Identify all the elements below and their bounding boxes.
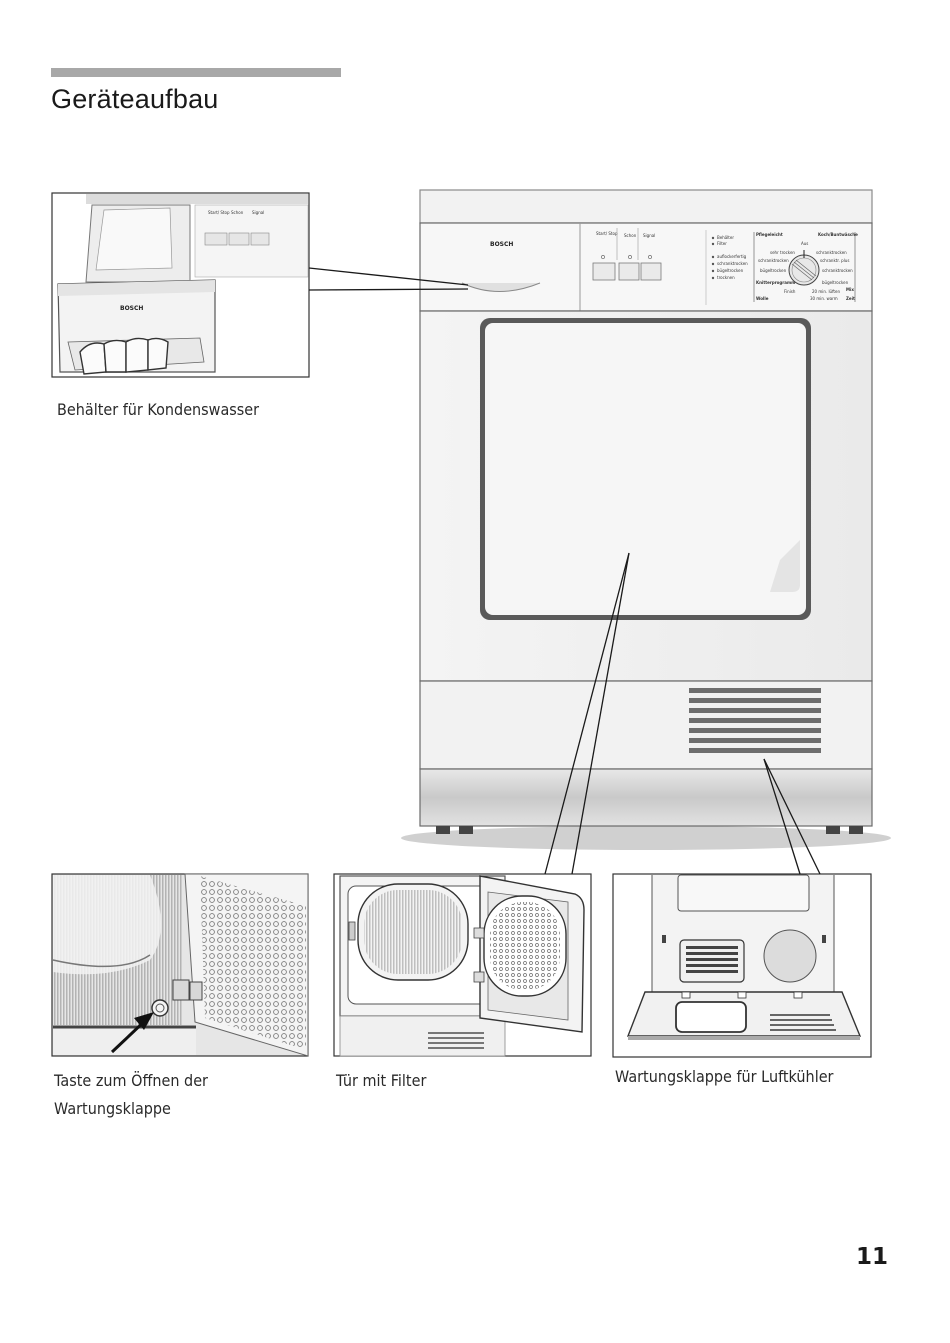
svg-text:bügeltrocken: bügeltrocken [822, 280, 849, 285]
svg-text:bügeltrocken: bügeltrocken [760, 268, 787, 273]
svg-text:Wolle: Wolle [756, 296, 769, 301]
dryer: BOSCH Start/ Stop Schon Signal Behälter … [401, 189, 891, 850]
svg-text:Start/ Stop: Start/ Stop [596, 231, 618, 236]
svg-text:BOSCH: BOSCH [120, 305, 143, 312]
svg-text:Signal: Signal [252, 210, 264, 215]
svg-text:Start/ Stop: Start/ Stop [208, 210, 230, 215]
panel-buttons: Start/ Stop Schon Signal [592, 228, 662, 281]
svg-text:sehr trocken: sehr trocken [770, 250, 795, 255]
svg-text:trocknen: trocknen [717, 275, 735, 280]
svg-text:Zeit: Zeit [846, 296, 855, 301]
svg-text:Aus: Aus [801, 241, 808, 246]
page-number: 11 [855, 1244, 888, 1270]
svg-text:schranktrocken: schranktrocken [758, 258, 789, 263]
svg-text:Schon: Schon [231, 210, 244, 215]
detail-flap [612, 873, 872, 1058]
panel-brand: BOSCH [490, 241, 513, 248]
container-handle [461, 282, 541, 292]
svg-text:Knitterprogramm: Knitterprogramm [756, 280, 795, 285]
caption-flap: Wartungsklappe für Luftkühler [615, 1067, 834, 1086]
top-cover [419, 189, 873, 224]
svg-text:schranktr. plus: schranktr. plus [820, 258, 849, 263]
service-panel [419, 680, 873, 770]
svg-text:auflockerfertig: auflockerfertig [717, 254, 747, 259]
svg-text:bügeltrocken: bügeltrocken [717, 268, 744, 273]
floor-shadow [401, 826, 891, 850]
svg-text:Koch/Buntwäsche: Koch/Buntwäsche [818, 232, 858, 237]
detail-button [51, 873, 309, 1057]
svg-text:Finish: Finish [784, 289, 796, 294]
svg-text:Mix: Mix [846, 287, 854, 292]
page-title: Geräteaufbau [51, 84, 219, 114]
callout-lines [308, 267, 821, 875]
svg-text:Schon: Schon [624, 233, 637, 238]
caption-door: Tür mit Filter [336, 1071, 427, 1090]
panel-indicators: Behälter Filter auflockerfertig schrankt… [711, 235, 748, 280]
detail-container: Start/ Stop Schon Signal BOSCH [51, 192, 310, 378]
svg-text:schranktrocken: schranktrocken [816, 250, 847, 255]
svg-text:20 min. lüften: 20 min. lüften [812, 289, 840, 294]
caption-button-line1: Taste zum Öffnen der [54, 1071, 208, 1090]
svg-text:schranktrocken: schranktrocken [717, 261, 748, 266]
svg-text:Behälter: Behälter [717, 235, 734, 240]
detail-door [333, 873, 592, 1057]
caption-button-line2: Wartungsklappe [54, 1099, 171, 1118]
svg-text:schranktrocken: schranktrocken [822, 268, 853, 273]
plinth [419, 768, 873, 827]
svg-text:30 min. warm: 30 min. warm [810, 296, 838, 301]
title-rule [51, 68, 341, 77]
svg-text:Signal: Signal [643, 233, 655, 238]
caption-container: Behälter für Kondenswasser [57, 400, 260, 419]
program-selector: Pflegeleicht Koch/Buntwäsche sehr trocke… [753, 232, 858, 302]
vent-grille [689, 688, 821, 753]
svg-text:Filter: Filter [717, 241, 727, 246]
door [485, 323, 806, 615]
svg-text:Pflegeleicht: Pflegeleicht [756, 232, 783, 237]
